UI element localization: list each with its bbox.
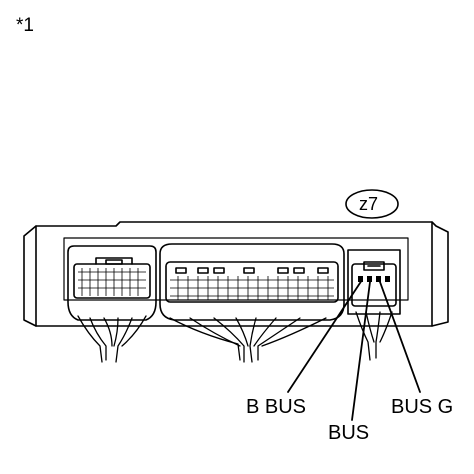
terminal-label-bus-g: BUS G (391, 396, 454, 418)
terminal-label-b-bus: B BUS (246, 396, 307, 418)
pointer-bus-g (379, 281, 421, 393)
z7-terminal-pins (358, 276, 390, 282)
terminal-label-bus: BUS (328, 422, 370, 444)
left-wire-harness (77, 315, 147, 363)
pointer-bus (351, 281, 371, 421)
z7-callout-oval (345, 189, 399, 219)
middle-connector (159, 243, 345, 321)
z7-wire-harness (355, 311, 393, 361)
z7-connector (347, 249, 401, 315)
pointer-b-bus (287, 279, 363, 393)
middle-connector-cavities (170, 276, 334, 300)
left-connector-cavities (78, 268, 146, 296)
middle-wire-harness (169, 317, 327, 363)
note-marker: *1 (16, 15, 34, 36)
connector-label-z7: z7 (359, 194, 379, 214)
ecu-housing (23, 221, 449, 327)
left-connector (67, 245, 157, 321)
